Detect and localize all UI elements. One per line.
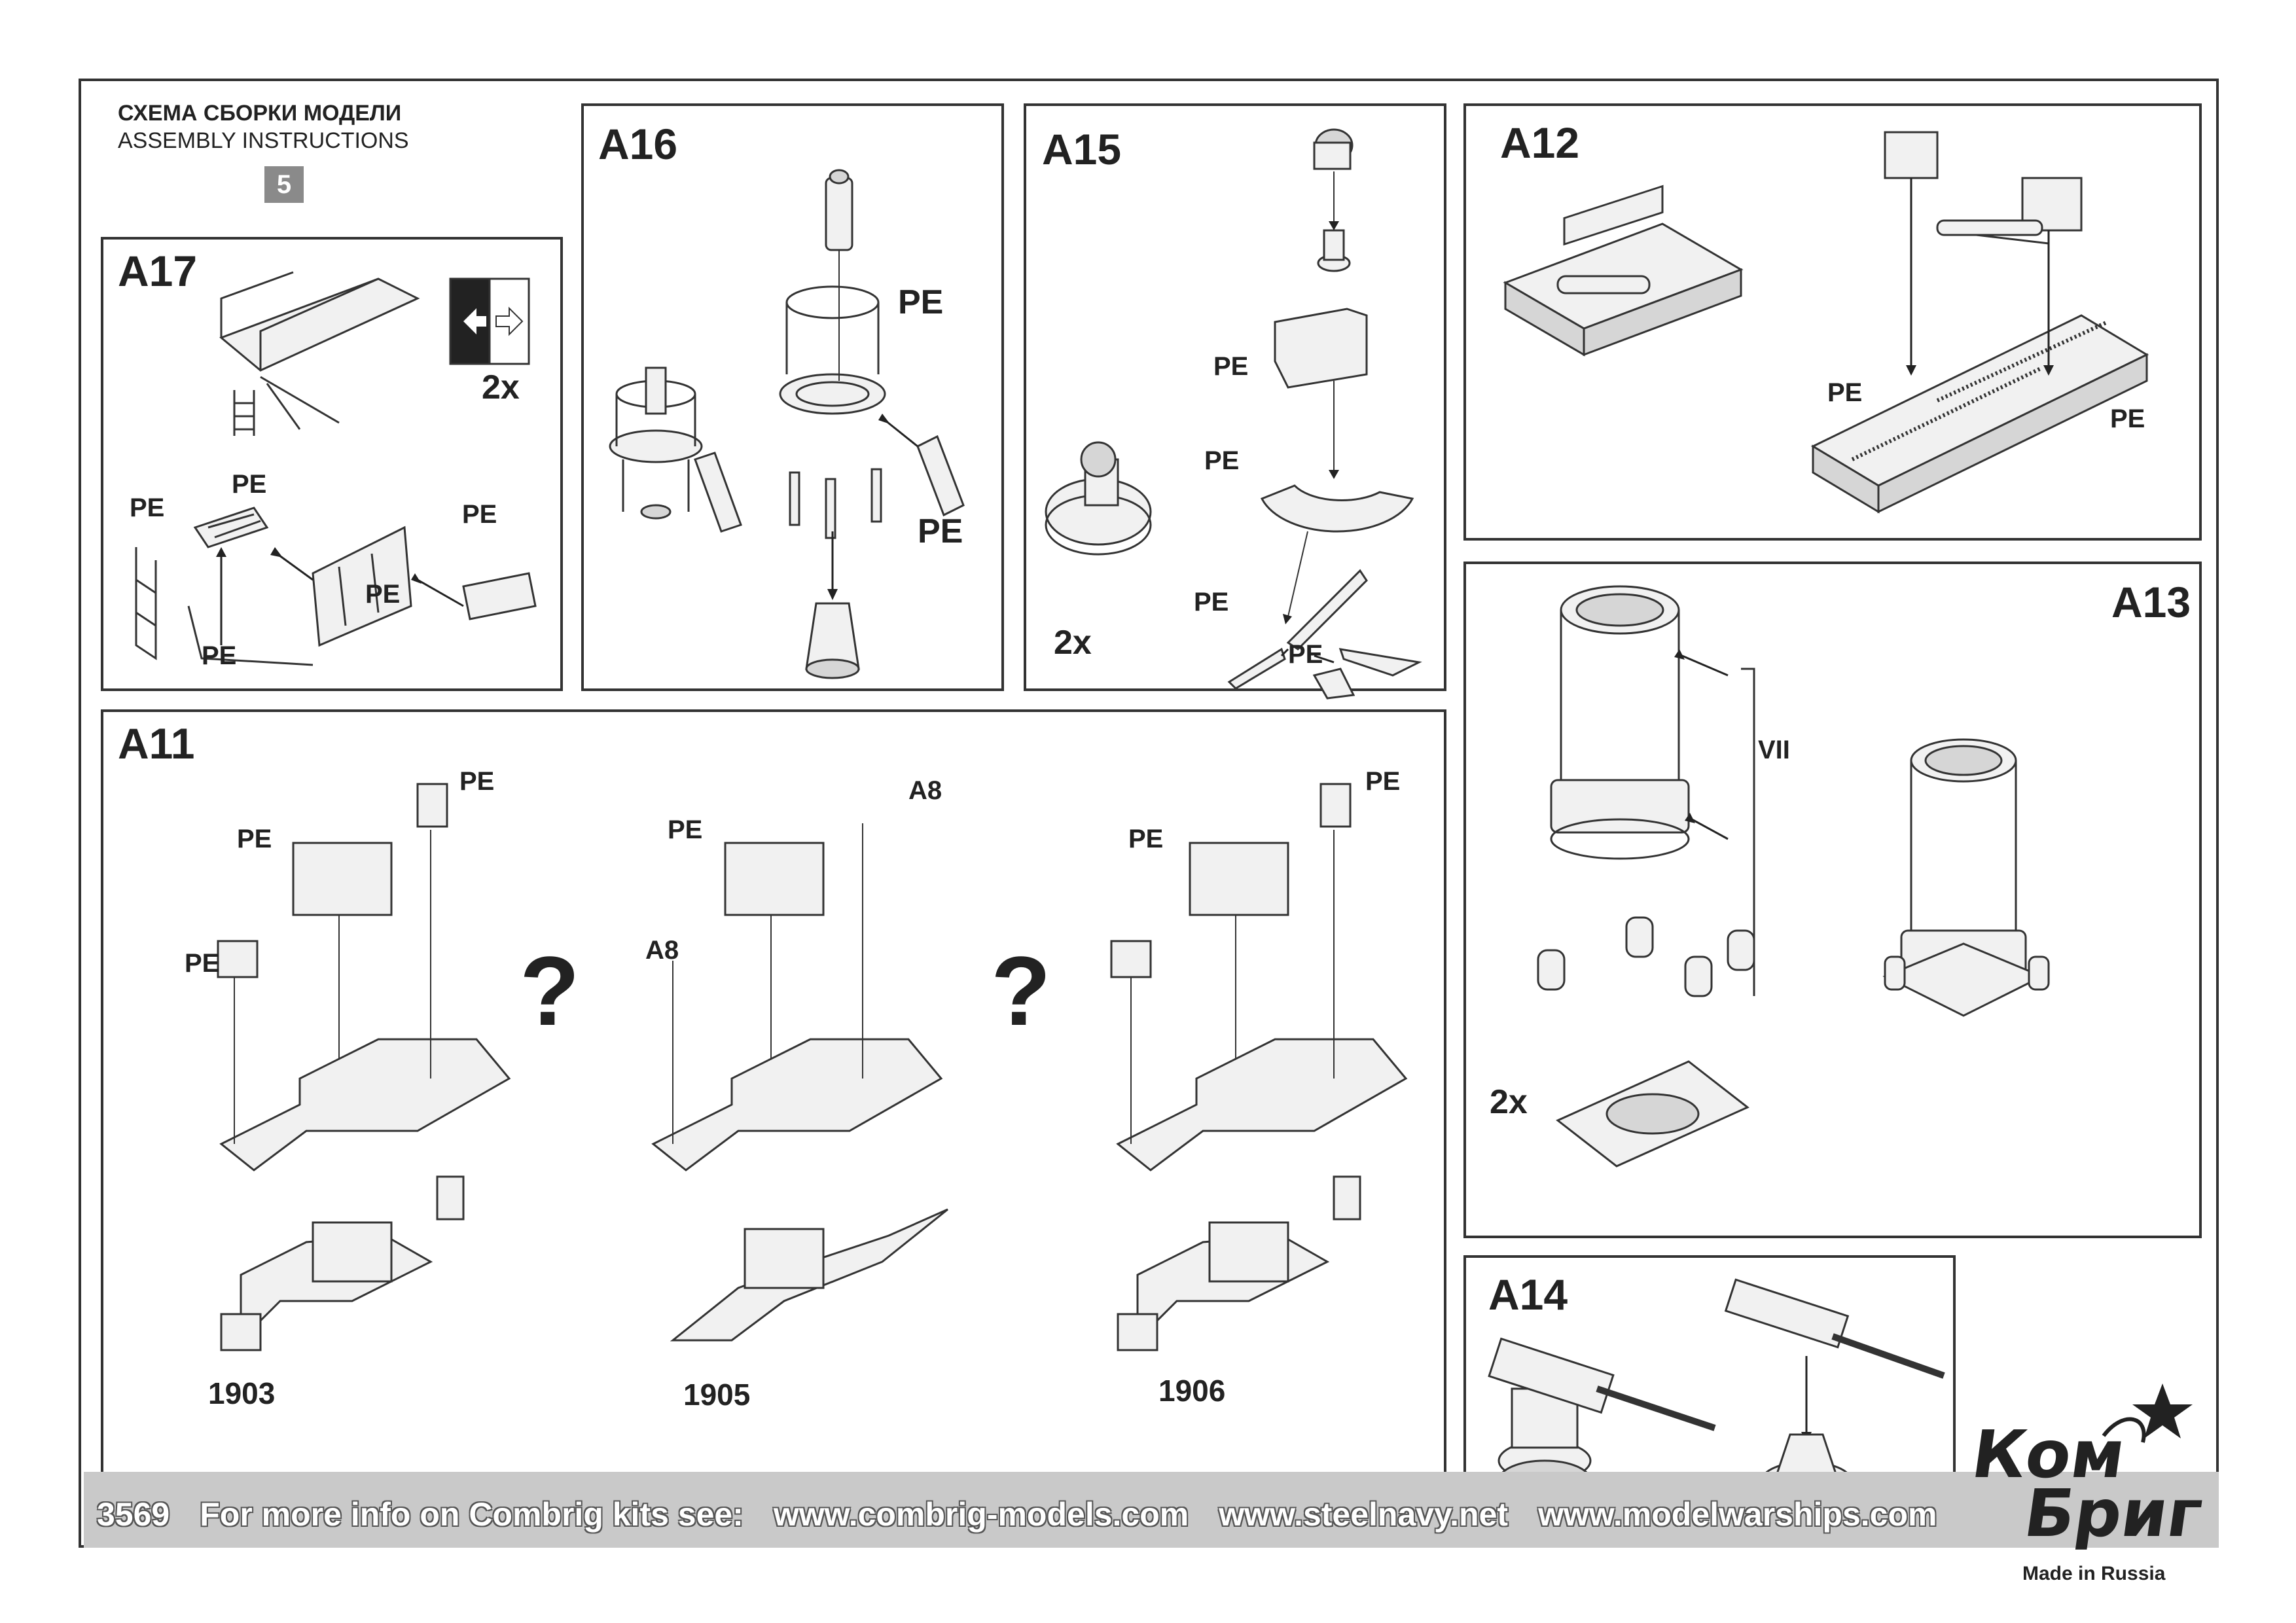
a17-pe-label-4: PE (365, 580, 401, 609)
a15-pe-label-1: PE (1213, 352, 1249, 381)
a11-variant-1903 (217, 783, 511, 1351)
step-a15-panel: A15 (1024, 103, 1446, 700)
step-a16-panel: A16 (581, 103, 1004, 691)
a17-quantity: 2x (482, 368, 520, 406)
a12-pe-label-1: PE (1827, 378, 1863, 407)
a12-drawing (1503, 131, 2149, 514)
title-english: ASSEMBLY INSTRUCTIONS (118, 128, 409, 153)
combrig-logo: Ком Бриг (1967, 1364, 2221, 1554)
footer-info: For more info on Combrig kits see: (200, 1496, 744, 1533)
step-a17-title: A17 (118, 247, 198, 295)
star-icon (2102, 1383, 2193, 1443)
a11-1905-pe-label: PE (668, 815, 703, 844)
step-a12-title: A12 (1500, 118, 1580, 167)
step-a13-title: A13 (2111, 578, 2191, 626)
a17-drawing (135, 271, 537, 666)
title-russian: СХЕМА СБОРКИ МОДЕЛИ (118, 101, 402, 126)
a11-1903-pe-label-2: PE (459, 767, 495, 796)
a11-1906-pe-label-2: PE (1365, 767, 1401, 796)
a16-drawing (609, 169, 965, 679)
a11-drawing (217, 783, 1408, 1351)
step-a12-panel: A12 PE PE (1463, 103, 2202, 541)
a11-1905-a8-label-2: A8 (645, 936, 679, 965)
a17-pe-label-5: PE (202, 641, 237, 670)
a16-assembled-tower (609, 366, 742, 533)
a14-assembled-gun (1488, 1337, 1716, 1501)
step-a15-title: A15 (1042, 125, 1122, 173)
footer-site-steelnavy: www.steelnavy.net (1219, 1496, 1509, 1533)
footer-site-modelwarships: www.modelwarships.com (1538, 1496, 1937, 1533)
footer-bar: 3569 For more info on Combrig kits see: ww… (84, 1472, 2219, 1548)
a15-pe-label-4: PE (1288, 640, 1323, 669)
a11-1903-pe-label-3: PE (185, 949, 220, 978)
a13-drawing (1537, 585, 2050, 1168)
a11-year-1906: 1906 (1158, 1374, 1226, 1408)
a17-exploded-parts (135, 507, 537, 666)
a13-exploded-funnel (1537, 585, 1755, 1168)
a17-pe-label-3: PE (462, 500, 497, 529)
a12-exploded-parts (1810, 131, 2149, 514)
a11-question-mark-1: ? (520, 936, 580, 1046)
a11-year-1903: 1903 (208, 1376, 276, 1410)
page-number-badge: 5 (264, 166, 304, 203)
a13-quantity: 2x (1490, 1083, 1528, 1121)
a11-variant-1905 (651, 823, 948, 1342)
footer-site-combrig: www.combrig-models.com (773, 1496, 1189, 1533)
step-a11-panel: A11 (101, 709, 1446, 1543)
a16-pe-label-1: PE (898, 283, 944, 321)
step-a17-panel: A17 (101, 237, 563, 691)
step-a11-title: A11 (118, 719, 195, 768)
a11-1905-a8-label-1: A8 (908, 776, 942, 805)
a13-assembled-funnel (1882, 738, 2050, 1017)
a16-pe-label-2: PE (918, 512, 963, 550)
a15-pe-label-3: PE (1194, 588, 1229, 616)
left-right-arrow-icon (449, 277, 530, 365)
a15-exploded-parts (1227, 128, 1422, 700)
a15-drawing (1045, 128, 1422, 700)
made-in-russia: Made in Russia (2022, 1563, 2166, 1584)
a15-quantity: 2x (1054, 624, 1092, 662)
footer-text: 3569 For more info on Combrig kits see: ww… (97, 1495, 1967, 1533)
a13-part-label: VII (1758, 736, 1790, 764)
step-a13-panel: A13 (1463, 562, 2202, 1238)
a17-platform-assembled (219, 271, 420, 436)
a12-assembled-deck (1503, 185, 1744, 357)
a17-pe-label-1: PE (232, 470, 267, 499)
a17-pe-label-2: PE (130, 493, 165, 522)
a15-pe-label-2: PE (1204, 446, 1240, 475)
kit-number: 3569 (97, 1496, 170, 1533)
step-a14-title: A14 (1488, 1270, 1568, 1319)
logo-line-2: Бриг (2019, 1475, 2208, 1552)
a16-exploded-parts (779, 169, 965, 679)
a11-question-mark-2: ? (991, 936, 1051, 1046)
a11-variant-1906 (1110, 783, 1408, 1351)
step-a16-title: A16 (598, 120, 678, 168)
a11-year-1905: 1905 (683, 1378, 751, 1412)
a11-1906-pe-label-1: PE (1128, 825, 1164, 853)
a12-pe-label-2: PE (2110, 404, 2145, 433)
instruction-sheet: СХЕМА СБОРКИ МОДЕЛИ ASSEMBLY INSTRUCTION… (79, 79, 2219, 1584)
a15-assembled-searchlight (1045, 441, 1152, 556)
a11-1903-pe-label-1: PE (237, 825, 272, 853)
